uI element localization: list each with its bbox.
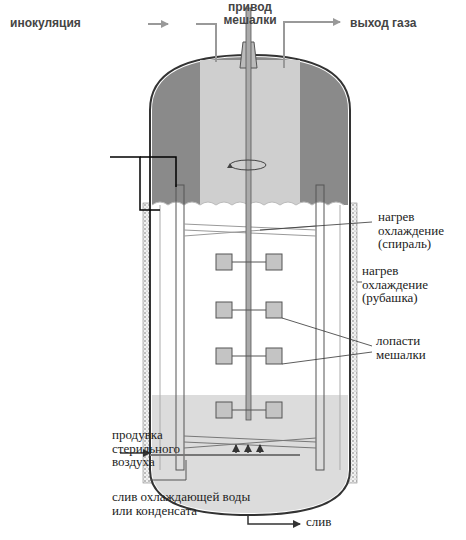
callout-label: слив — [306, 515, 366, 529]
baffle — [176, 185, 184, 470]
callout-label: инокуляция — [10, 17, 120, 30]
callout-label: продувка стерильного воздуха — [112, 428, 202, 469]
leader-lines — [260, 222, 372, 364]
inoculation-pipe — [196, 24, 216, 62]
impellers — [216, 254, 282, 418]
inoculation-arrow — [148, 23, 168, 25]
callout-label: слив охлаждающей воды или конденсата — [112, 490, 252, 517]
callout-label: нагрев охлаждение (спираль) — [378, 210, 460, 251]
drain-pipe — [248, 515, 300, 524]
callout-label: привод мешалки — [215, 1, 285, 26]
baffle — [316, 185, 324, 470]
callout-label: лопасти мешалки — [376, 334, 456, 361]
shaft — [246, 8, 251, 420]
probe-line — [140, 157, 176, 187]
rotation-arrow — [227, 163, 233, 168]
gas-outlet-pipe — [284, 22, 340, 68]
air-bubbles-arrows — [236, 445, 260, 453]
cooling-drain-line — [150, 460, 186, 480]
coil — [184, 436, 316, 448]
probe-line — [110, 157, 160, 210]
rotation-arrow — [230, 160, 266, 170]
callout-label: нагрев охлаждение (рубашка) — [362, 264, 452, 305]
inner-wall — [340, 205, 341, 470]
callout-label: выход газа — [350, 17, 460, 30]
